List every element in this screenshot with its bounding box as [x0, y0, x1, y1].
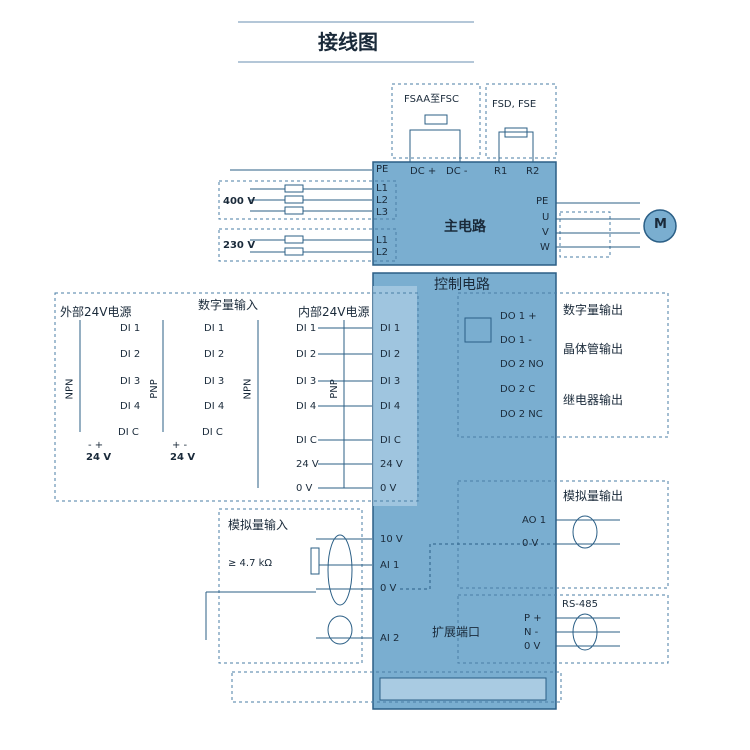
- voltage-230-label: 230 V: [223, 240, 256, 251]
- terminal-ao1: AO 1: [522, 515, 547, 526]
- resistance-label: ≥ 4.7 kΩ: [228, 558, 273, 569]
- di2-ext-npn: DI 2: [120, 349, 141, 360]
- terminal-di4: DI 4: [380, 401, 401, 412]
- di4-ext-npn: DI 4: [120, 401, 141, 412]
- voltage-400-label: 400 V: [223, 196, 256, 207]
- terminal-r1: R1: [494, 166, 508, 177]
- terminal-n-minus: N -: [524, 627, 539, 638]
- terminal-dc-plus: DC +: [410, 166, 437, 177]
- int24-label: 内部24V电源: [298, 305, 370, 319]
- v24-ext-pnp: 24 V: [170, 452, 196, 463]
- polarity-pnp: + -: [172, 440, 188, 451]
- npn-label-1: NPN: [64, 378, 76, 400]
- ext24-label: 外部24V电源: [60, 305, 132, 319]
- control-circuit-title: 控制电路: [434, 277, 490, 293]
- motor-label: M: [654, 217, 667, 232]
- digital-out-label: 数字量输出: [563, 303, 624, 317]
- terminal-l1: L1: [376, 183, 388, 194]
- terminal-dic: DI C: [380, 435, 401, 446]
- terminal-do1-minus: DO 1 -: [500, 335, 532, 346]
- di4-ext-pnp: DI 4: [204, 401, 225, 412]
- transistor-out-label: 晶体管输出: [563, 342, 624, 356]
- terminal-l2: L2: [376, 195, 388, 206]
- rs485-label: RS-485: [562, 599, 598, 610]
- dic-ext-pnp: DI C: [202, 427, 223, 438]
- terminal-do2-no: DO 2 NO: [500, 359, 544, 370]
- terminal-di3: DI 3: [380, 376, 401, 387]
- polarity-npn: - +: [88, 440, 104, 451]
- v24-int: 24 V: [296, 459, 319, 470]
- di2-ext-pnp: DI 2: [204, 349, 225, 360]
- terminal-24v: 24 V: [380, 459, 403, 470]
- terminal-0v: 0 V: [380, 483, 397, 494]
- terminal-do2-nc: DO 2 NC: [500, 409, 543, 420]
- di1-int-npn: DI 1: [296, 323, 317, 334]
- main-circuit-title: 主电路: [444, 219, 486, 235]
- terminal-l3: L3: [376, 207, 388, 218]
- terminal-0v-ao: 0 V: [522, 538, 539, 549]
- terminal-0v-rs: 0 V: [524, 641, 541, 652]
- terminal-v: V: [542, 227, 549, 238]
- terminal-dc-minus: DC -: [446, 166, 468, 177]
- ext-port-label: 扩展端口: [432, 625, 481, 639]
- di1-ext-npn: DI 1: [120, 323, 141, 334]
- relay-out-label: 继电器输出: [563, 393, 624, 407]
- terminal-pe-top: PE: [376, 164, 389, 175]
- v24-ext-npn: 24 V: [86, 452, 112, 463]
- terminal-pe-right: PE: [536, 196, 549, 207]
- terminal-di1: DI 1: [380, 323, 401, 334]
- pnp-label-2: PNP: [328, 379, 340, 399]
- dic-ext-npn: DI C: [118, 427, 139, 438]
- terminal-l1-230: L1: [376, 235, 388, 246]
- terminal-ai1: AI 1: [380, 560, 400, 571]
- motor-icon: [643, 209, 677, 243]
- digital-in-label: 数字量输入: [198, 298, 259, 312]
- fsd-label: FSD, FSE: [492, 99, 537, 110]
- pnp-label-1: PNP: [148, 379, 160, 399]
- dic-int: DI C: [296, 435, 317, 446]
- terminal-0v-ai: 0 V: [380, 583, 397, 594]
- di2-int-npn: DI 2: [296, 349, 317, 360]
- terminal-ai2: AI 2: [380, 633, 400, 644]
- expansion-slot: [379, 677, 547, 701]
- terminal-l2-230: L2: [376, 247, 388, 258]
- terminal-p-plus: P +: [524, 613, 542, 624]
- fsaa-label: FSAA至FSC: [404, 94, 459, 105]
- terminal-w: W: [540, 242, 550, 253]
- di1-ext-pnp: DI 1: [204, 323, 225, 334]
- v0-int: 0 V: [296, 483, 313, 494]
- di3-ext-pnp: DI 3: [204, 376, 225, 387]
- terminal-do2-c: DO 2 C: [500, 384, 536, 395]
- terminal-do1-plus: DO 1 +: [500, 311, 537, 322]
- di3-ext-npn: DI 3: [120, 376, 141, 387]
- di4-int-npn: DI 4: [296, 401, 317, 412]
- terminal-di2: DI 2: [380, 349, 401, 360]
- terminal-r2: R2: [526, 166, 540, 177]
- analog-out-label: 模拟量输出: [563, 489, 624, 503]
- main-circuit-block: [372, 161, 557, 266]
- npn-label-2: NPN: [242, 378, 254, 400]
- terminal-10v: 10 V: [380, 534, 403, 545]
- page-title: 接线图: [318, 30, 378, 54]
- analog-in-label: 模拟量输入: [228, 518, 289, 532]
- di3-int-npn: DI 3: [296, 376, 317, 387]
- terminal-u: U: [542, 212, 550, 223]
